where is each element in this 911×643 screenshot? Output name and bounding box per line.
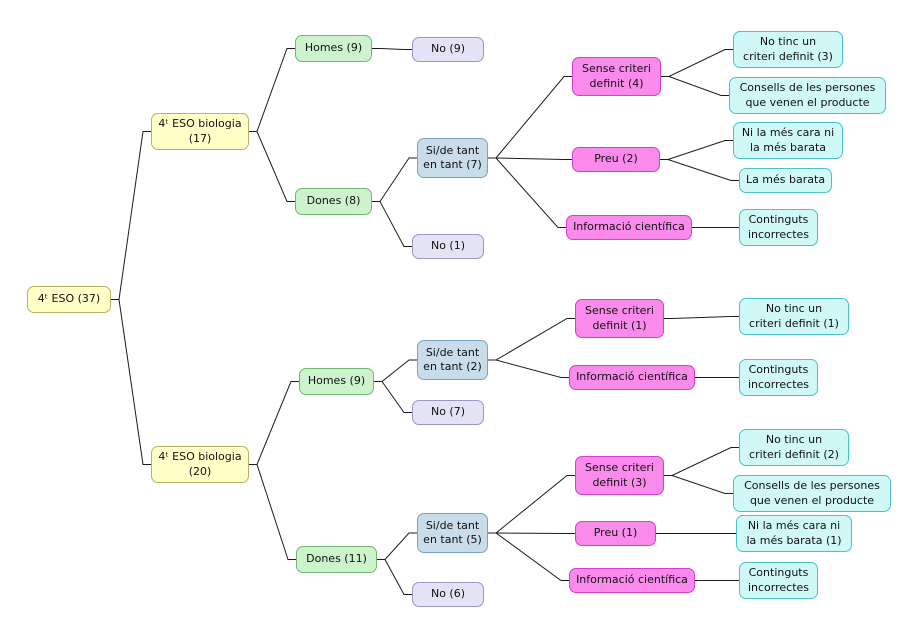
- node-dones-8: Dones (8): [295, 188, 372, 215]
- connector-line: [488, 475, 575, 534]
- node-sense-criteri-definit-1: Sense criteri definit (1): [575, 299, 664, 338]
- connector-line: [249, 131, 295, 202]
- connector-line: [374, 381, 412, 413]
- connector-line: [377, 532, 417, 560]
- node-4t-eso-biologia-17: 4ᵗ ESO biologia (17): [151, 113, 249, 150]
- connector-line: [664, 316, 739, 319]
- connector-line: [660, 159, 739, 181]
- connector-line: [377, 559, 412, 595]
- connector-line: [249, 464, 296, 560]
- node-homes-9-top: Homes (9): [295, 35, 372, 62]
- node-no-7: No (7): [412, 400, 484, 425]
- connector-line: [660, 140, 733, 160]
- node-continguts-incorrectes-top: Continguts incorrectes: [739, 209, 818, 246]
- connector-line: [488, 157, 566, 228]
- node-no-6: No (6): [412, 582, 484, 607]
- node-consells-persones-bottom: Consells de les persones que venen el pr…: [733, 475, 891, 512]
- connector-line: [488, 532, 575, 534]
- node-sense-criteri-definit-3: Sense criteri definit (3): [575, 456, 664, 495]
- node-si-de-tant-en-tant-5: Si/de tant en tant (5): [417, 513, 488, 553]
- node-la-mes-barata: La més barata: [739, 168, 832, 193]
- node-no-1: No (1): [412, 234, 484, 259]
- connector-line: [488, 157, 572, 160]
- node-no-9: No (9): [412, 37, 484, 62]
- connector-line: [488, 76, 572, 159]
- connector-line: [374, 359, 417, 382]
- connector-line: [664, 447, 739, 476]
- connector-line: [488, 359, 569, 378]
- node-homes-9-bottom: Homes (9): [299, 368, 374, 395]
- connector-line: [372, 201, 412, 247]
- node-preu-2: Preu (2): [572, 147, 660, 172]
- connector-line: [111, 131, 151, 300]
- connector-line: [664, 475, 733, 494]
- connector-line: [111, 299, 151, 465]
- node-informacio-cientifica-mid: Informació científica: [569, 365, 695, 390]
- node-ni-mes-cara-ni-mes-barata: Ni la més cara ni la més barata: [733, 122, 843, 159]
- connector-line: [249, 381, 299, 465]
- node-ni-mes-cara-ni-mes-barata-1: Ni la més cara ni la més barata (1): [736, 515, 852, 552]
- connector-line: [488, 532, 569, 581]
- node-preu-1: Preu (1): [575, 521, 656, 546]
- connector-line: [372, 157, 417, 202]
- node-continguts-incorrectes-mid: Continguts incorrectes: [739, 359, 818, 396]
- node-informacio-cientifica-bottom: Informació científica: [569, 568, 695, 593]
- connector-line: [661, 49, 733, 77]
- connector-line: [249, 48, 295, 132]
- node-no-tinc-un-criteri-definit-3: No tinc un criteri definit (3): [733, 31, 843, 68]
- connector-line: [488, 318, 575, 361]
- connector-line: [661, 76, 729, 96]
- node-no-tinc-un-criteri-definit-1: No tinc un criteri definit (1): [739, 298, 849, 335]
- node-continguts-incorrectes-bottom: Continguts incorrectes: [739, 562, 818, 599]
- node-informacio-cientifica-top: Informació científica: [566, 215, 692, 240]
- node-consells-persones-top: Consells de les persones que venen el pr…: [729, 77, 886, 114]
- node-si-de-tant-en-tant-7: Si/de tant en tant (7): [417, 138, 488, 178]
- node-4t-eso-biologia-20: 4ᵗ ESO biologia (20): [151, 446, 249, 483]
- connector-line: [372, 48, 412, 50]
- node-si-de-tant-en-tant-2: Si/de tant en tant (2): [417, 340, 488, 380]
- node-no-tinc-un-criteri-definit-2: No tinc un criteri definit (2): [739, 429, 849, 466]
- node-4t-eso-root: 4ᵗ ESO (37): [27, 286, 111, 313]
- node-dones-11: Dones (11): [296, 546, 377, 573]
- node-sense-criteri-definit-4: Sense criteri definit (4): [572, 57, 661, 96]
